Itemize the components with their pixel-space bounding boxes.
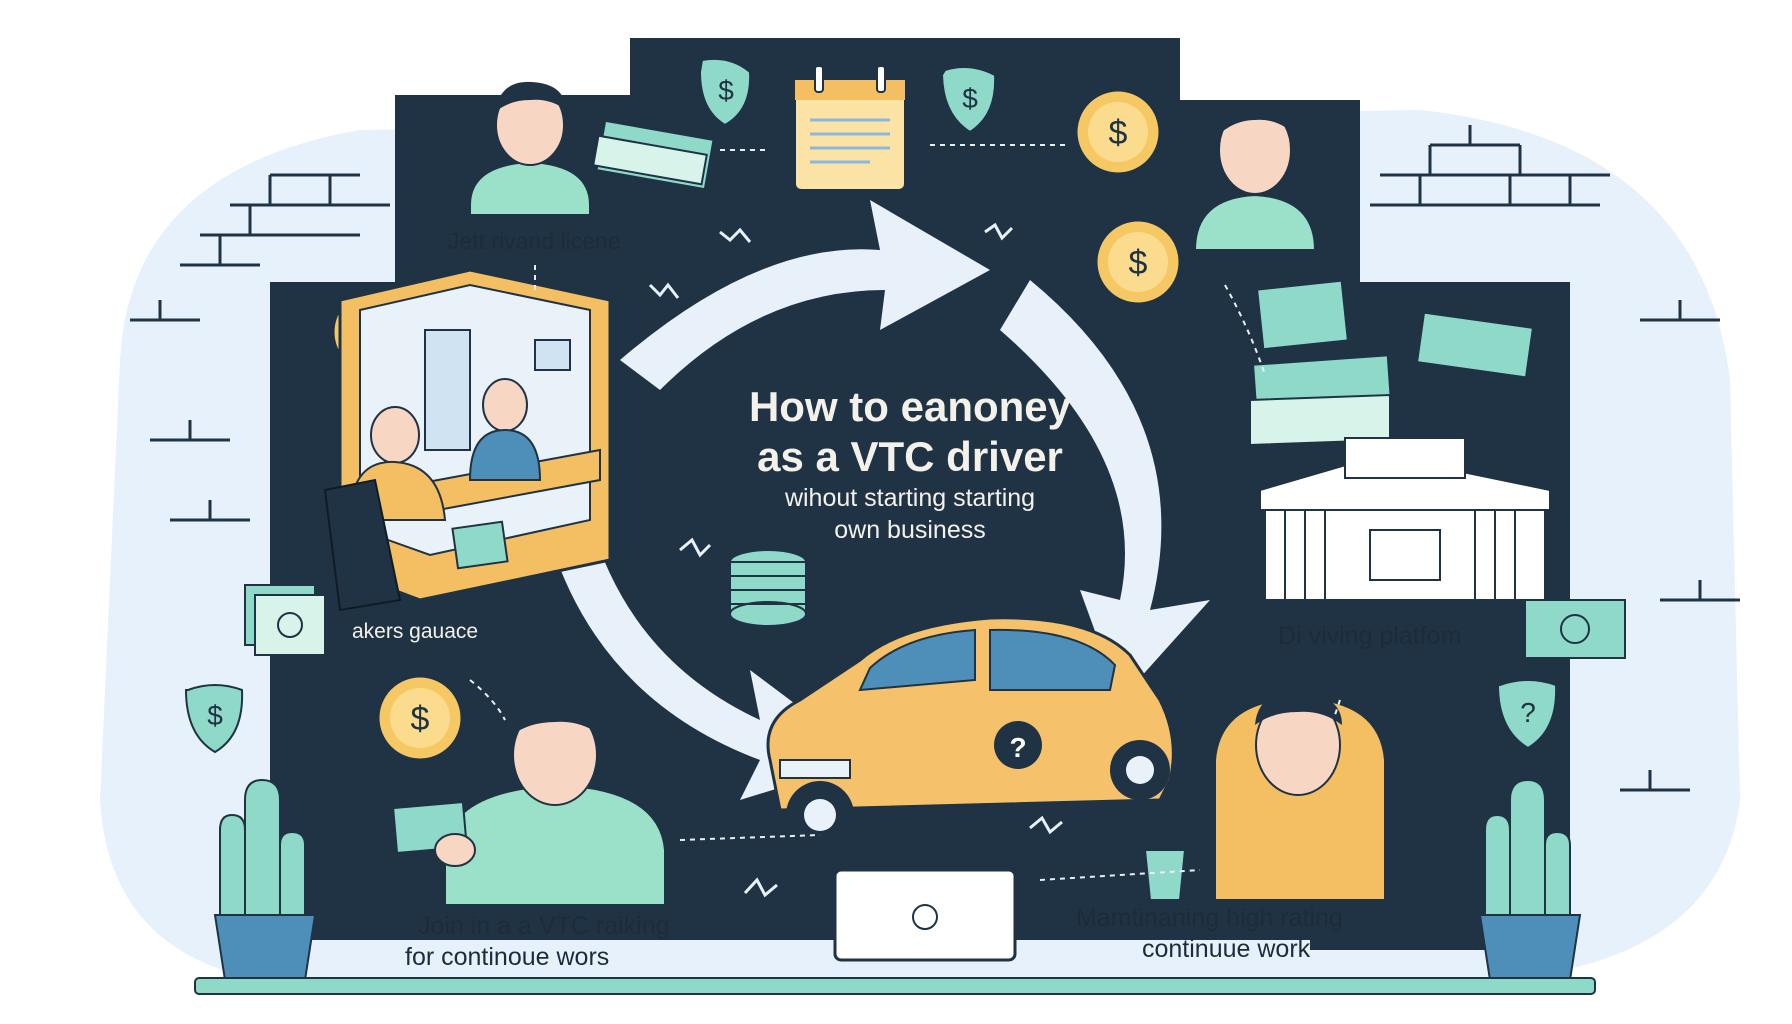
brick-wall-right-icon bbox=[1370, 125, 1740, 792]
coin-icon: $ bbox=[1094, 218, 1182, 306]
coin-stack-icon bbox=[729, 549, 807, 627]
step-label-rating-line-2: continuue work bbox=[1142, 935, 1311, 963]
svg-text:$: $ bbox=[718, 75, 734, 106]
svg-text:$: $ bbox=[207, 700, 223, 731]
person-driver-icon bbox=[392, 701, 666, 906]
title-line-4: own business bbox=[834, 516, 986, 544]
vtc-car-illustration: ? bbox=[766, 616, 1175, 849]
step-label-join-line-1: Join in a a VTC raiking bbox=[418, 912, 670, 940]
money-stack-icon bbox=[1524, 599, 1626, 659]
person-driver-icon bbox=[469, 81, 591, 216]
svg-text:?: ? bbox=[1520, 697, 1536, 728]
calendar-icon bbox=[794, 65, 906, 191]
svg-text:?: ? bbox=[1009, 732, 1026, 763]
laptop-icon bbox=[833, 868, 1017, 962]
cactus-plant-left-icon bbox=[213, 778, 317, 981]
title-line-2: as a VTC driver bbox=[757, 433, 1063, 480]
diagram-title: How to eanoney as a VTC driver wihout st… bbox=[700, 382, 1120, 546]
step-label-garage: akers gauace bbox=[352, 620, 479, 643]
zigzag-marks bbox=[648, 222, 1063, 898]
brick-wall-left-icon bbox=[130, 173, 390, 522]
floor-line bbox=[194, 977, 1596, 995]
coin-icon: $ bbox=[376, 674, 464, 762]
title-line-3: wihout starting starting bbox=[784, 484, 1036, 512]
money-stack-icon bbox=[1249, 279, 1535, 447]
shield-dollar-icon: $ bbox=[940, 65, 997, 134]
money-stack-icon bbox=[244, 584, 326, 656]
shield-dollar-icon: $ bbox=[698, 57, 752, 127]
title-line-1: How to eanoney bbox=[748, 383, 1072, 430]
shield-question-icon: ? bbox=[1496, 679, 1558, 750]
step-label-join-line-2: for continoue wors bbox=[405, 943, 610, 971]
money-stack-icon bbox=[592, 119, 715, 191]
drink-cup-icon bbox=[1143, 824, 1187, 901]
svg-text:$: $ bbox=[411, 700, 430, 738]
step-label-rating-line-1: Mamtinaning high rating bbox=[1076, 904, 1343, 932]
bank-building-icon bbox=[1259, 437, 1551, 601]
office-desk-illustration bbox=[323, 268, 612, 612]
svg-text:$: $ bbox=[962, 83, 978, 114]
flow-connectors bbox=[469, 144, 1341, 881]
coin-icon: $ bbox=[1074, 88, 1162, 176]
person-driver-icon bbox=[1214, 691, 1386, 901]
shield-dollar-icon: $ bbox=[184, 684, 244, 754]
person-driver-icon bbox=[1193, 101, 1317, 251]
svg-text:$: $ bbox=[1109, 114, 1128, 152]
step-label-license: Jett rivand licene bbox=[448, 228, 621, 254]
cactus-plant-right-icon bbox=[1478, 778, 1582, 981]
step-label-platform: Di viving platfom bbox=[1278, 622, 1462, 650]
svg-text:$: $ bbox=[1129, 244, 1148, 282]
